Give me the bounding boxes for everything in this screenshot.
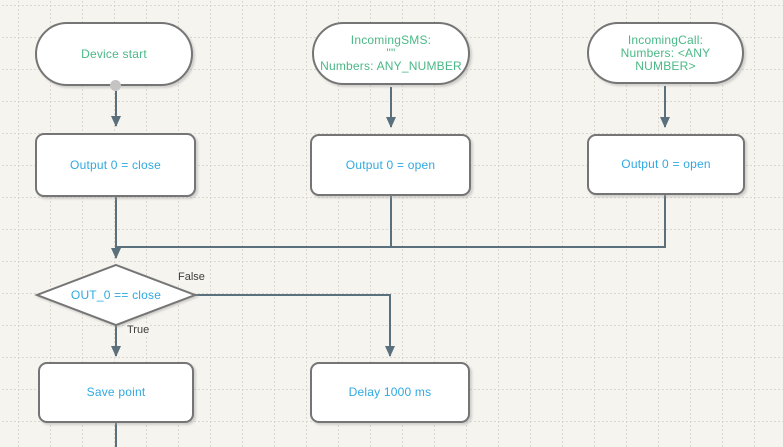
node-save-point[interactable]: Save point	[38, 362, 194, 423]
node-output-close-label: Output 0 = close	[70, 157, 161, 172]
node-save-point-label: Save point	[86, 385, 146, 399]
node-incoming-call[interactable]: IncomingCall: Numbers: <ANY NUMBER>	[587, 22, 744, 84]
node-incoming-sms-line3: Numbers: ANY_NUMBER	[320, 59, 462, 73]
node-output-open-call[interactable]: Output 0 = open	[587, 134, 745, 195]
node-delay[interactable]: Delay 1000 ms	[310, 362, 470, 423]
node-incoming-sms-line1: IncomingSMS:	[350, 33, 432, 47]
edge-label-true: True	[126, 324, 151, 336]
node-delay-label: Delay 1000 ms	[348, 385, 432, 399]
connector-dot[interactable]	[110, 80, 121, 91]
decision-diamond[interactable]	[34, 263, 198, 327]
node-incoming-call-line2: Numbers: <ANY	[620, 45, 711, 60]
node-incoming-sms[interactable]: IncomingSMS: "" Numbers: ANY_NUMBER	[312, 22, 470, 85]
node-output-close[interactable]: Output 0 = close	[35, 133, 196, 197]
node-incoming-call-line3: NUMBER>	[635, 58, 696, 73]
edge-label-false: False	[177, 271, 206, 283]
node-device-start-label: Device start	[81, 46, 147, 61]
node-output-open-sms[interactable]: Output 0 = open	[310, 134, 471, 196]
node-output-open-call-label: Output 0 = open	[621, 157, 711, 171]
node-device-start[interactable]: Device start	[35, 22, 193, 86]
node-output-open-sms-label: Output 0 = open	[345, 157, 436, 172]
edge-decision-false-to-delay	[195, 294, 395, 357]
node-incoming-call-line1: IncomingCall:	[627, 32, 704, 47]
node-incoming-sms-line2: ""	[386, 46, 396, 60]
edge-output-open-call-join	[116, 195, 666, 248]
decision-label: OUT_0 == close	[70, 288, 162, 302]
